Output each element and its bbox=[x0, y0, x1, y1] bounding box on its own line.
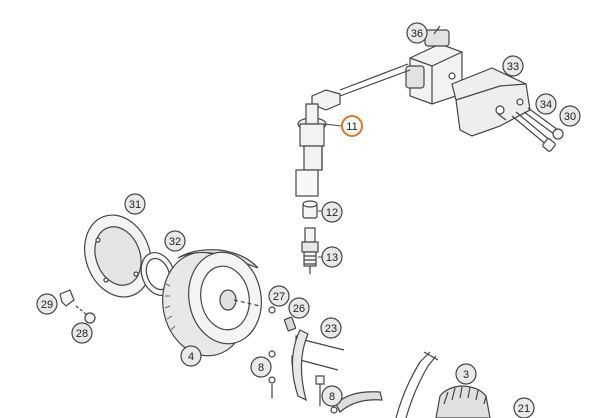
callout-13: 13 bbox=[318, 246, 343, 268]
callout-29: 29 bbox=[36, 293, 58, 315]
callout-36: 36 bbox=[406, 22, 428, 44]
callout-31: 31 bbox=[124, 193, 146, 215]
flywheel-nut bbox=[283, 316, 297, 332]
washers bbox=[268, 350, 338, 414]
callout-3: 3 bbox=[455, 363, 477, 385]
callout-label-32: 32 bbox=[169, 236, 181, 248]
coil-bracket bbox=[451, 67, 531, 137]
retaining-clip bbox=[59, 289, 75, 307]
callout-8b: 8 bbox=[321, 385, 343, 407]
stator-cable bbox=[395, 351, 439, 418]
spark-plug-connector bbox=[295, 89, 341, 197]
callout-label-4: 4 bbox=[188, 351, 194, 363]
callout-label-29: 29 bbox=[41, 299, 53, 311]
callout-30: 30 bbox=[559, 105, 581, 127]
callout-8a: 8 bbox=[250, 356, 272, 378]
callout-label-23: 23 bbox=[325, 323, 337, 335]
callout-11: 11 bbox=[323, 115, 363, 137]
ignition-coil bbox=[405, 25, 463, 105]
callout-label-27: 27 bbox=[273, 291, 285, 303]
stator-cover-plate bbox=[84, 214, 152, 298]
flywheel bbox=[162, 249, 262, 357]
callout-label-12: 12 bbox=[326, 207, 338, 219]
plug-terminal-nut bbox=[302, 200, 318, 219]
ignition-cable bbox=[339, 63, 411, 97]
callout-28: 28 bbox=[71, 322, 93, 344]
pulse-generator-plate bbox=[291, 329, 383, 413]
callout-label-11: 11 bbox=[346, 121, 357, 133]
stator bbox=[435, 385, 491, 418]
callout-12: 12 bbox=[318, 201, 343, 223]
callout-27: 27 bbox=[268, 285, 290, 307]
callout-label-31: 31 bbox=[129, 199, 141, 211]
callout-label-13: 13 bbox=[326, 252, 338, 264]
callout-4: 4 bbox=[180, 345, 202, 367]
callout-label-28: 28 bbox=[76, 328, 88, 340]
callout-32: 32 bbox=[164, 230, 186, 252]
callout-label-30: 30 bbox=[564, 111, 576, 123]
callout-label-8a: 8 bbox=[258, 362, 264, 374]
spark-plug bbox=[301, 227, 319, 274]
callout-label-26: 26 bbox=[293, 303, 305, 315]
woodruff-key bbox=[233, 299, 276, 314]
callout-label-33: 33 bbox=[507, 61, 519, 73]
callout-label-8b: 8 bbox=[329, 391, 335, 403]
small-screw bbox=[75, 305, 96, 324]
callout-21: 21 bbox=[513, 397, 535, 418]
callout-33: 33 bbox=[502, 55, 524, 77]
callout-26: 26 bbox=[288, 297, 310, 319]
callout-23: 23 bbox=[320, 317, 342, 339]
callout-label-21: 21 bbox=[518, 403, 530, 415]
callout-label-3: 3 bbox=[463, 369, 469, 381]
callout-label-36: 36 bbox=[411, 28, 423, 40]
callout-34: 34 bbox=[535, 93, 557, 115]
callout-label-34: 34 bbox=[540, 99, 552, 111]
bracket-screws bbox=[497, 107, 564, 152]
